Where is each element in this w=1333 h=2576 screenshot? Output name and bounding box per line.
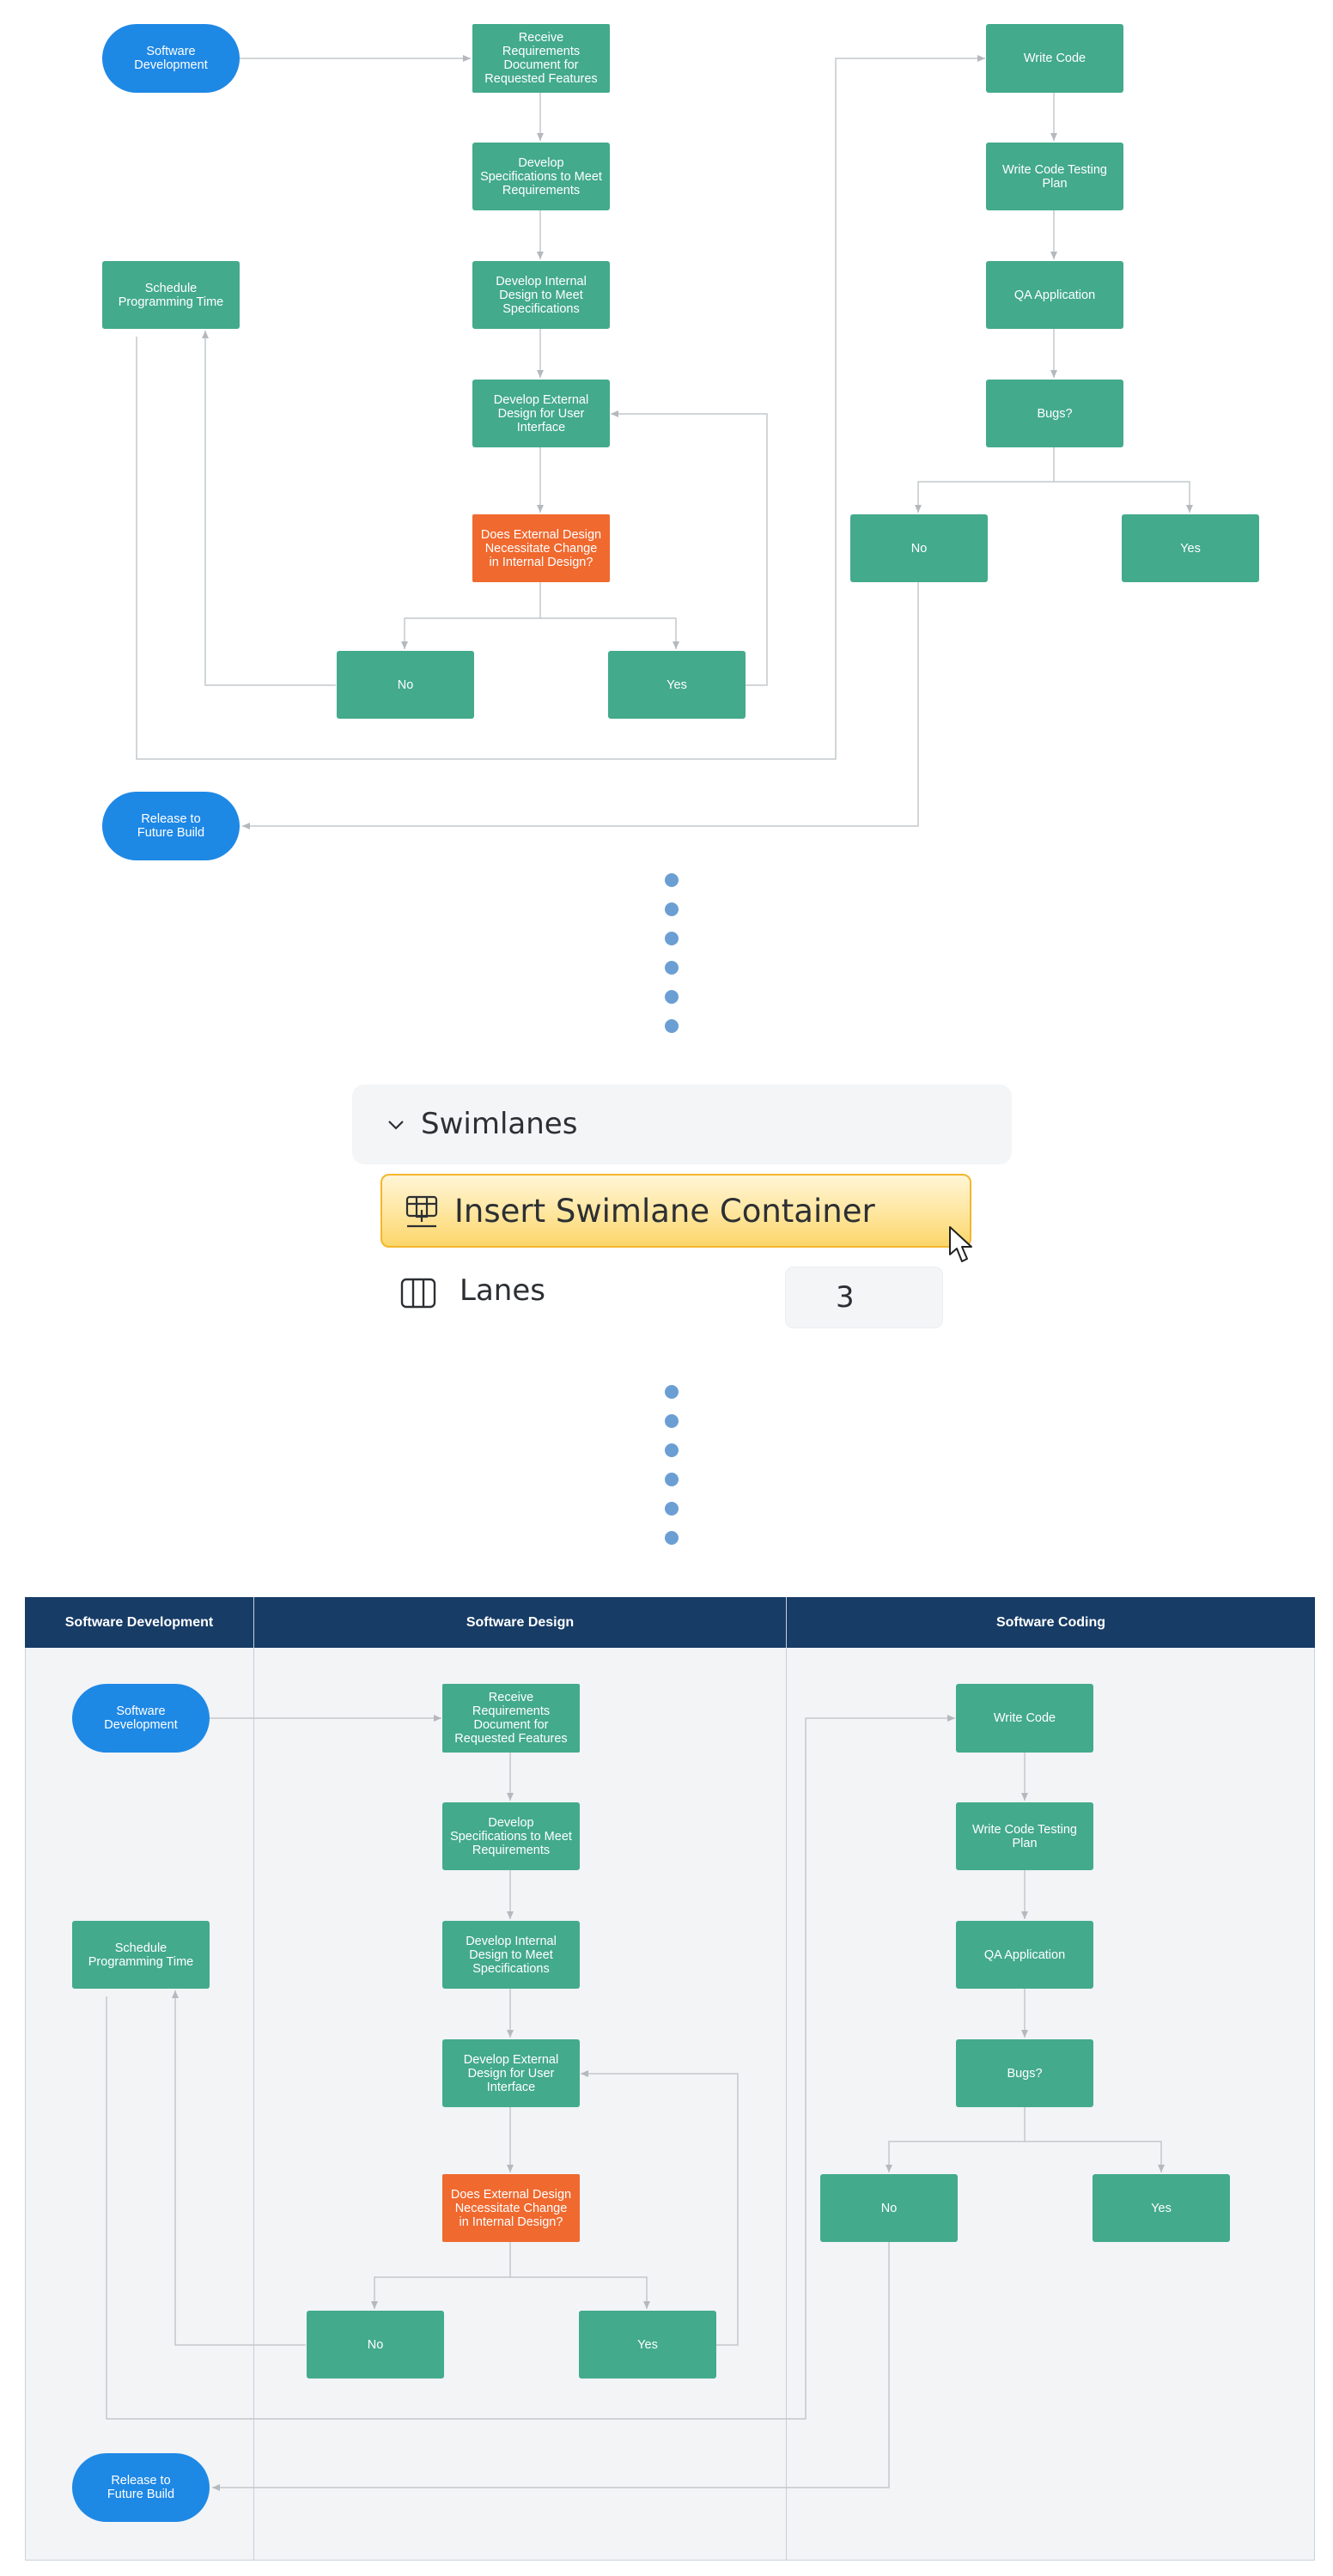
ellipsis-dot — [665, 1414, 679, 1428]
node-label: Write Code Testing Plan — [972, 1822, 1077, 1850]
ellipsis-dot — [665, 1473, 679, 1486]
ellipsis-dot — [665, 1019, 679, 1033]
node-label: Software Development — [134, 45, 208, 72]
node-no-bugs[interactable]: No — [820, 2174, 958, 2242]
node-no-bugs[interactable]: No — [850, 514, 988, 582]
swimlane-insert-icon — [405, 1195, 438, 1228]
node-label: Write Code — [993, 1711, 1056, 1725]
node-label: Release to Future Build — [137, 812, 205, 840]
node-label: Develop Specifications to Meet Requireme… — [480, 155, 602, 197]
node-yes-bugs[interactable]: Yes — [1093, 2174, 1230, 2242]
node-schedule-programming[interactable]: Schedule Programming Time — [72, 1921, 210, 1989]
ellipsis-dot — [665, 1531, 679, 1545]
ellipsis-dot — [665, 1385, 679, 1399]
insert-swimlane-container-button[interactable]: Insert Swimlane Container — [380, 1174, 971, 1248]
lane-title-software-design[interactable]: Software Design — [466, 1614, 575, 1630]
node-release-future-build[interactable]: Release to Future Build — [72, 2453, 210, 2522]
node-release-future-build[interactable]: Release to Future Build — [102, 792, 240, 860]
node-develop-specifications[interactable]: Develop Specifications to Meet Requireme… — [442, 1802, 580, 1870]
node-label: Yes — [1151, 2201, 1172, 2215]
node-qa-application[interactable]: QA Application — [956, 1921, 1093, 1989]
node-label: Software Development — [104, 1704, 178, 1732]
node-label: QA Application — [983, 1947, 1066, 1962]
node-label: Yes — [1180, 541, 1201, 556]
swimlanes-section-header[interactable]: Swimlanes — [352, 1084, 1012, 1164]
node-label: Develop Specifications to Meet Requireme… — [450, 1815, 572, 1857]
chevron-down-icon — [388, 1121, 404, 1130]
node-write-code-testing[interactable]: Write Code Testing Plan — [956, 1802, 1093, 1870]
node-receive-requirements[interactable]: Receive Requirements Document for Reques… — [442, 1684, 580, 1753]
node-develop-external-design[interactable]: Develop External Design for User Interfa… — [472, 380, 610, 447]
ellipsis-dot — [665, 902, 679, 916]
node-label: Receive Requirements Document for Reques… — [454, 1691, 568, 1746]
node-no-design[interactable]: No — [307, 2311, 444, 2379]
lanes-icon — [400, 1278, 436, 1309]
node-label: Develop External Design for User Interfa… — [463, 2052, 559, 2094]
insert-button-label: Insert Swimlane Container — [454, 1193, 875, 1230]
node-decision-external-design[interactable]: Does External Design Necessitate Change … — [442, 2174, 580, 2242]
lanes-count-input[interactable]: 3 — [785, 1267, 943, 1328]
node-label: Yes — [637, 2337, 658, 2352]
node-label: Does External Design Necessitate Change … — [480, 527, 602, 569]
node-develop-internal-design[interactable]: Develop Internal Design to Meet Specific… — [472, 261, 610, 329]
node-label: Does External Design Necessitate Change … — [450, 2187, 572, 2229]
lane-title-software-development[interactable]: Software Development — [64, 1614, 214, 1630]
node-yes-design[interactable]: Yes — [579, 2311, 716, 2379]
node-label: Release to Future Build — [107, 2474, 175, 2501]
connectors-top — [136, 55, 1193, 829]
node-label: Schedule Programming Time — [88, 1941, 194, 1969]
node-label: Receive Requirements Document for Reques… — [484, 31, 598, 86]
node-label: No — [880, 2201, 898, 2215]
node-receive-requirements[interactable]: Receive Requirements Document for Reques… — [472, 24, 610, 93]
node-yes-design[interactable]: Yes — [608, 651, 746, 719]
ellipsis-dot — [665, 1502, 679, 1516]
ellipsis-dot — [665, 932, 679, 945]
node-develop-internal-design[interactable]: Develop Internal Design to Meet Specific… — [442, 1921, 580, 1989]
ellipsis-dot — [665, 961, 679, 975]
node-label: Develop External Design for User Interfa… — [493, 392, 589, 434]
node-write-code[interactable]: Write Code — [956, 1684, 1093, 1753]
lanes-label: Lanes — [460, 1273, 545, 1308]
node-label: QA Application — [1013, 288, 1096, 302]
node-label: Write Code Testing Plan — [1002, 162, 1107, 191]
node-bugs[interactable]: Bugs? — [986, 380, 1123, 447]
node-develop-external-design[interactable]: Develop External Design for User Interfa… — [442, 2039, 580, 2107]
node-label: Bugs? — [1007, 2066, 1043, 2081]
node-qa-application[interactable]: QA Application — [986, 261, 1123, 329]
node-label: Write Code — [1023, 52, 1086, 65]
lanes-count-value: 3 — [836, 1280, 855, 1315]
node-yes-bugs[interactable]: Yes — [1122, 514, 1259, 582]
node-bugs[interactable]: Bugs? — [956, 2039, 1093, 2107]
node-decision-external-design[interactable]: Does External Design Necessitate Change … — [472, 514, 610, 582]
ellipsis-dot — [665, 990, 679, 1004]
node-label: Bugs? — [1037, 406, 1073, 421]
ellipsis-dot — [665, 1443, 679, 1457]
node-label: No — [397, 677, 414, 692]
node-label: Develop Internal Design to Meet Specific… — [496, 274, 587, 316]
lane-title-software-coding[interactable]: Software Coding — [995, 1614, 1106, 1630]
node-develop-specifications[interactable]: Develop Specifications to Meet Requireme… — [472, 143, 610, 210]
lane-divider[interactable] — [786, 1597, 787, 2561]
section-title: Swimlanes — [421, 1107, 578, 1141]
node-label: Schedule Programming Time — [118, 281, 224, 309]
node-no-design[interactable]: No — [337, 651, 474, 719]
mouse-cursor-icon — [949, 1226, 972, 1262]
node-label: No — [367, 2337, 384, 2352]
node-write-code-testing[interactable]: Write Code Testing Plan — [986, 143, 1123, 210]
lane-divider[interactable] — [253, 1597, 254, 2561]
node-software-development[interactable]: Software Development — [72, 1684, 210, 1753]
swimlane-header — [25, 1597, 1315, 1648]
node-label: Yes — [666, 677, 687, 692]
node-write-code[interactable]: Write Code — [986, 24, 1123, 93]
node-software-development[interactable]: Software Development — [102, 24, 240, 93]
node-schedule-programming[interactable]: Schedule Programming Time — [102, 261, 240, 329]
node-label: Develop Internal Design to Meet Specific… — [466, 1934, 557, 1976]
ellipsis-dot — [665, 873, 679, 887]
node-label: No — [910, 541, 928, 556]
